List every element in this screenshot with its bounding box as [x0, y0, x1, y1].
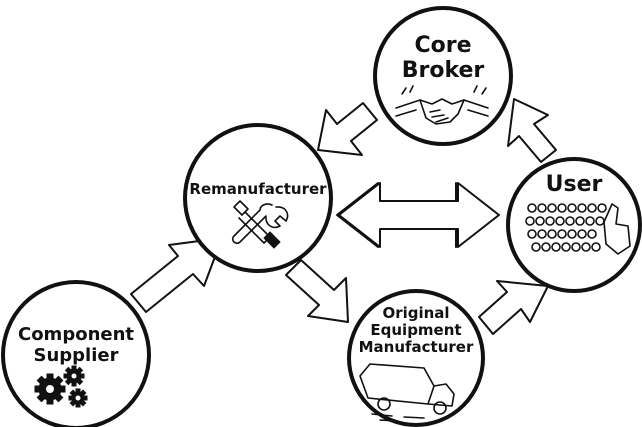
arrow-oem-to-user: [478, 280, 549, 335]
user-node: User: [506, 157, 642, 293]
gears-icon: [34, 365, 88, 408]
component-supplier-label-line1: Component: [18, 324, 134, 345]
arrow-component-supplier-to-remanufacturer: [130, 237, 223, 313]
core-broker-label-line1: Core: [414, 33, 471, 58]
core-broker-node: Core Broker: [373, 6, 513, 146]
arrow-core-broker-to-remanufacturer: [317, 102, 378, 156]
handshake-icon: [395, 85, 489, 125]
oem-node: Original Equipment Manufacturer: [347, 289, 485, 427]
double-arrow-remanufacturer-user: [338, 182, 500, 248]
oem-label-line3: Manufacturer: [359, 338, 474, 356]
remanufacturer-node: Remanufacturer: [183, 123, 333, 273]
remanufacturer-label: Remanufacturer: [189, 180, 327, 198]
oem-label-line2: Equipment: [370, 321, 461, 339]
core-broker-label-line2: Broker: [402, 58, 485, 83]
user-label: User: [546, 172, 603, 197]
arrow-user-to-core-broker: [507, 98, 557, 163]
component-supplier-label-line2: Supplier: [34, 345, 119, 366]
component-supplier-node: Component Supplier: [1, 280, 151, 427]
people-crowd-icon: [525, 203, 631, 255]
oem-label-line1: Original: [382, 304, 449, 322]
arrow-remanufacturer-to-oem: [285, 259, 349, 323]
delivery-truck-icon: [359, 363, 455, 422]
wrench-screwdriver-icon: [231, 200, 289, 249]
